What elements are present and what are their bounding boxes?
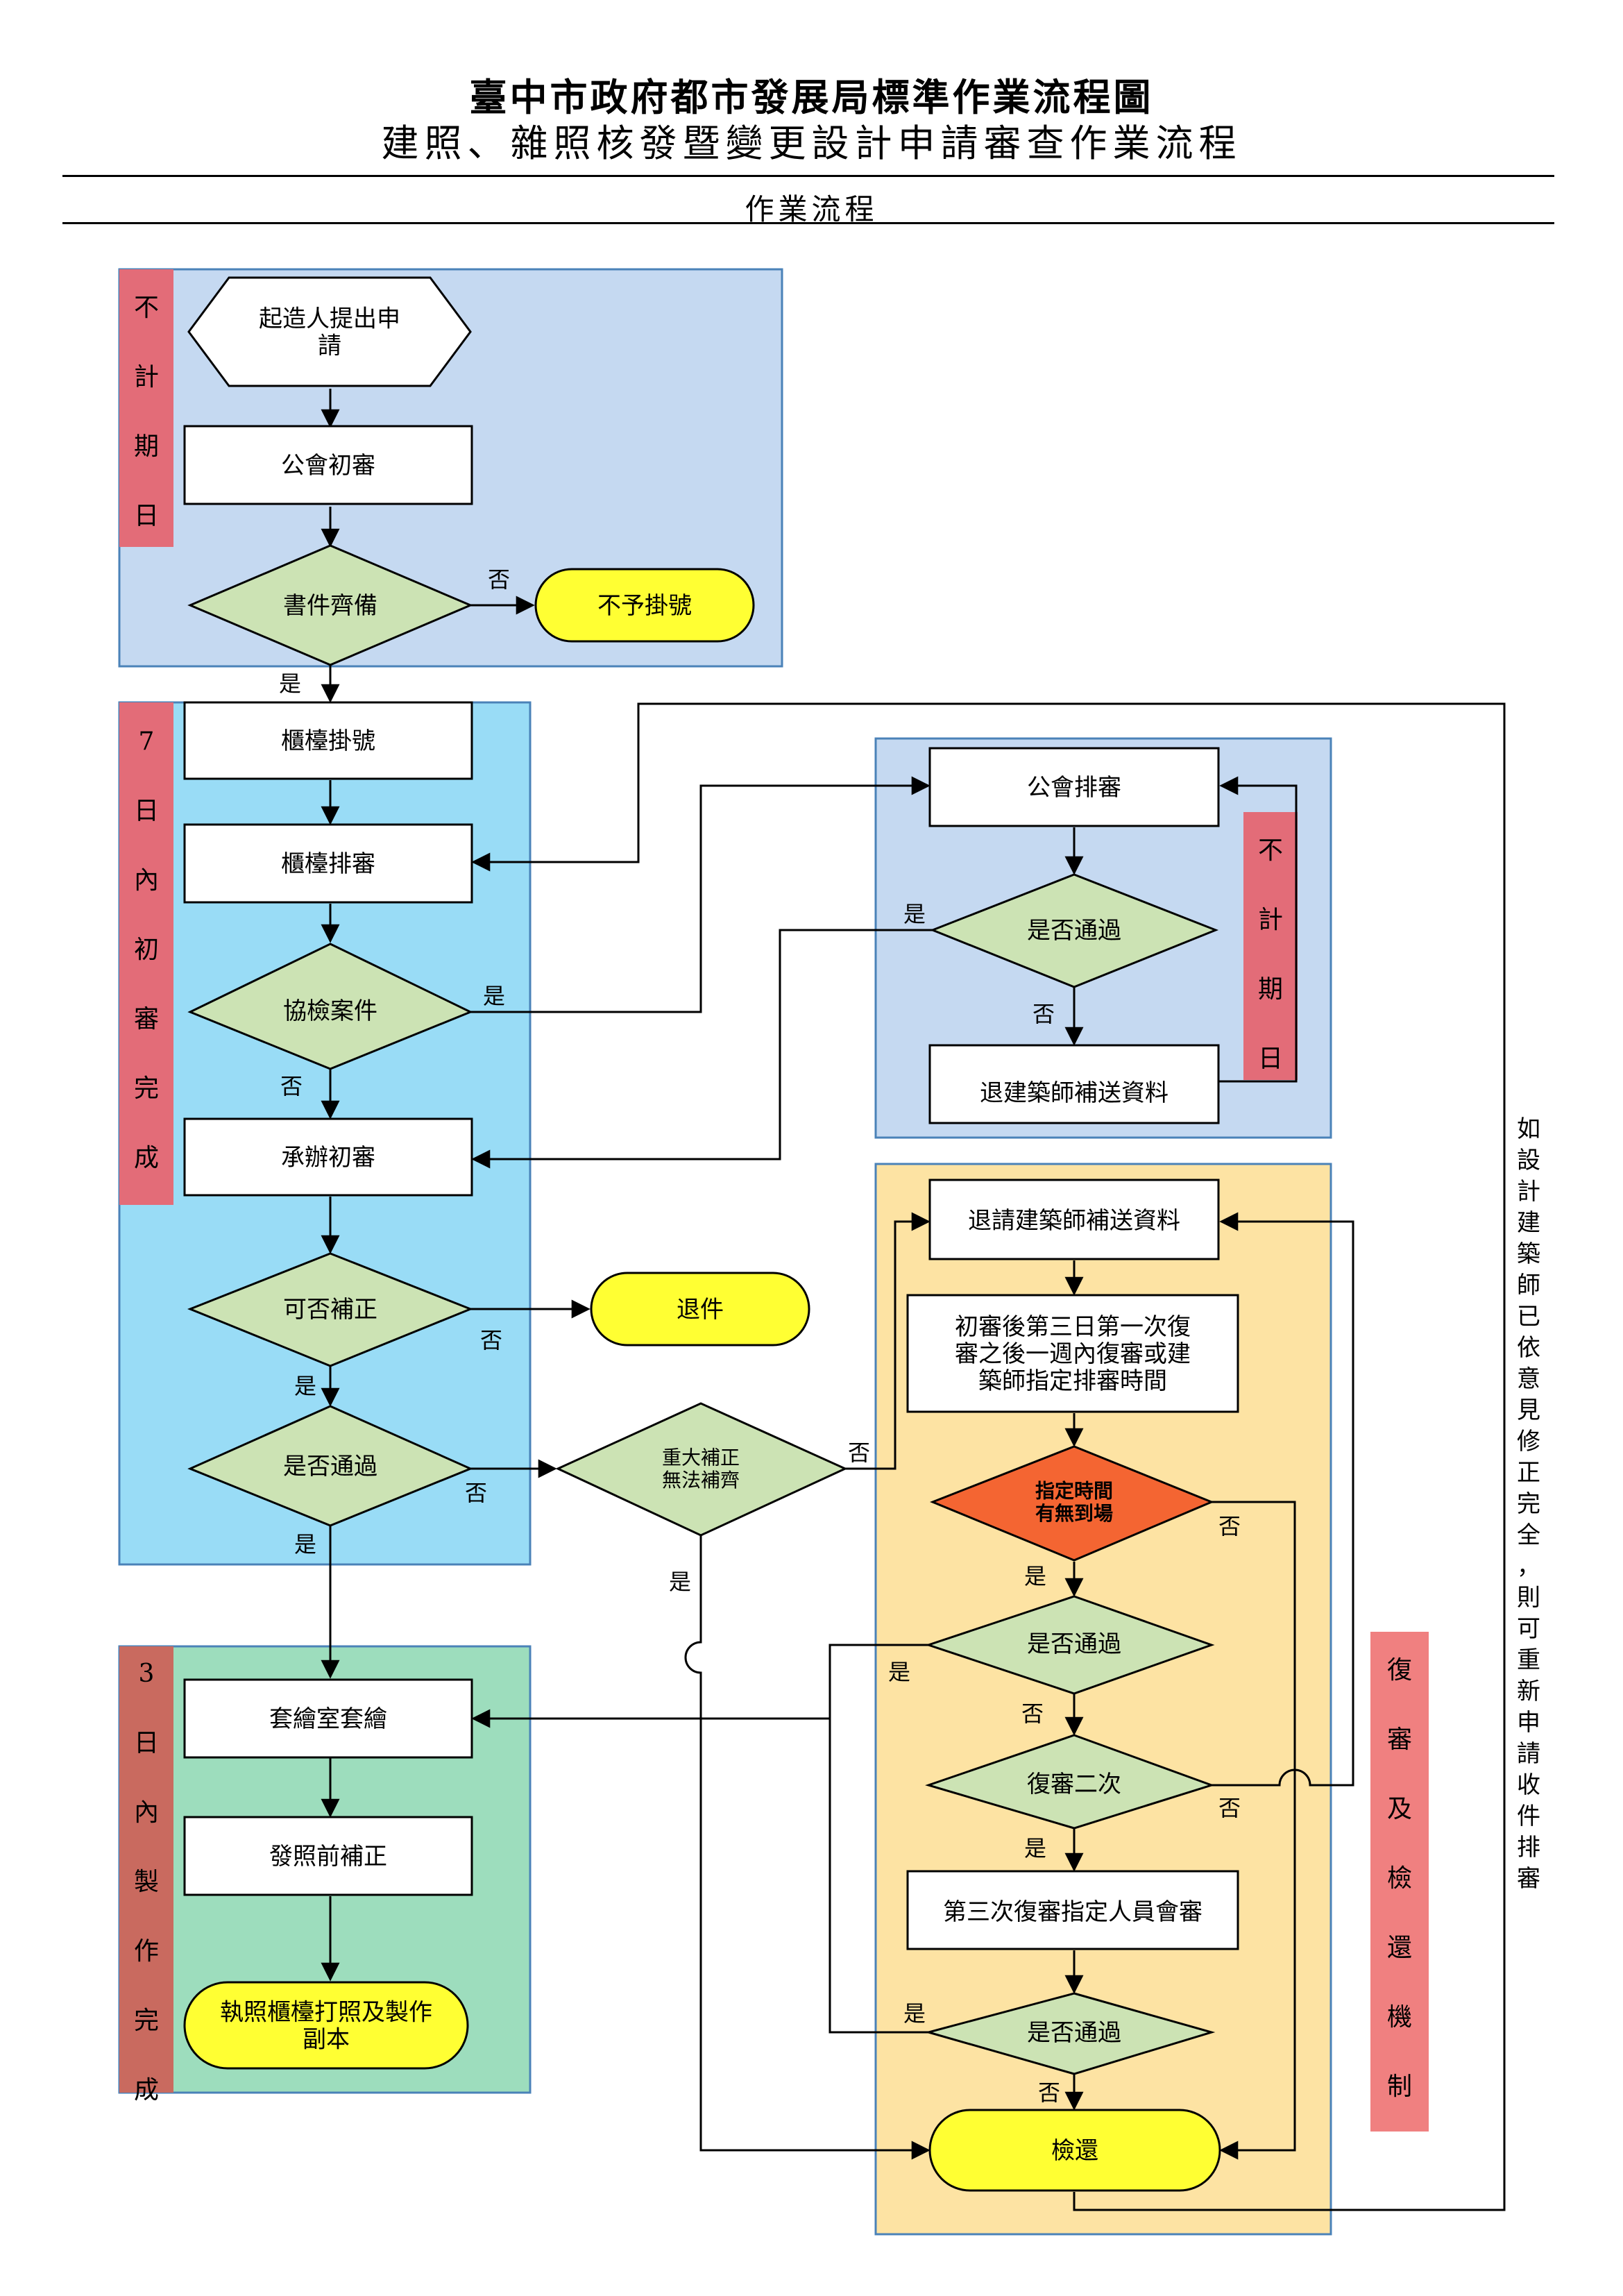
- lane-5-label: 復審及檢還機制: [1387, 1656, 1412, 2101]
- return-architect-request-text: 退請建築師補送資料: [968, 1207, 1180, 1235]
- edge-label-yes: 是: [279, 670, 301, 697]
- second-rereview-text: 復審二次: [1027, 1771, 1121, 1798]
- lane-1-label: 不計期日: [134, 294, 159, 530]
- edge-label-no: 否: [848, 1440, 870, 1466]
- issue-copy-terminal: [183, 1981, 469, 2070]
- joint-inspection-text: 協檢案件: [283, 997, 377, 1025]
- attendance-check-text: 指定時間有無到場: [1035, 1480, 1113, 1525]
- rereview-schedule-box: [906, 1294, 1239, 1413]
- guild-schedule-text: 公會排審: [1027, 774, 1121, 802]
- not-registered-text: 不予掛號: [597, 592, 692, 620]
- lane-5-label-box: [1370, 1632, 1429, 2132]
- return-architect-guild-box: [928, 1044, 1220, 1124]
- return-case-text: 退件: [677, 1296, 724, 1324]
- third-rereview-text: 第三次復審指定人員會審: [943, 1898, 1203, 1926]
- header-bottom-rule: [62, 222, 1554, 224]
- counter-schedule-box: [183, 823, 473, 904]
- return-check-terminal: [928, 2109, 1221, 2192]
- passed-2-diamond: [925, 1595, 1215, 1695]
- passed-3-text: 是否通過: [1027, 2019, 1121, 2047]
- attendance-check-diamond: [929, 1445, 1214, 1562]
- header-top-rule: [62, 175, 1554, 177]
- return-check-text: 檢還: [1051, 2137, 1098, 2165]
- return-architect-guild-text: 退建築師補送資料: [980, 1079, 1169, 1107]
- officer-initial-review-box: [183, 1117, 473, 1197]
- edge-label-yes: 是: [903, 2000, 926, 2027]
- counter-register-text: 櫃檯掛號: [281, 727, 375, 755]
- svg-text:不計期日: 不計期日: [134, 294, 159, 530]
- edge-label-yes: 是: [294, 1531, 316, 1558]
- documents-complete-diamond: [187, 544, 473, 666]
- documents-complete-text: 書件齊備: [283, 592, 377, 620]
- edge-label-no: 否: [1218, 1795, 1241, 1821]
- edge-label-yes: 是: [1024, 1835, 1046, 1862]
- counter-schedule-text: 櫃檯排審: [281, 850, 375, 878]
- return-case-terminal: [590, 1272, 810, 1347]
- second-rereview-diamond: [925, 1734, 1215, 1830]
- lane-4-label-box: [1243, 812, 1298, 1080]
- return-architect-request-box: [928, 1179, 1220, 1260]
- edge-label-yes: 是: [669, 1569, 691, 1595]
- page-subtitle: 建照、雜照核發暨變更設計申請審查作業流程: [381, 121, 1242, 165]
- can-supplement-diamond: [187, 1252, 474, 1367]
- joint-inspection-diamond: [187, 943, 473, 1070]
- guild-schedule-box: [928, 747, 1220, 827]
- svg-text:如設計建築師已依意見修正完全，則可重新申請收件排審: 如設計建築師已依意見修正完全，則可重新申請收件排審: [1517, 1115, 1540, 1893]
- lane-3-label-box: [119, 1646, 173, 2093]
- not-registered-terminal: [534, 568, 755, 643]
- major-supplement-diamond: [555, 1402, 848, 1537]
- edge-label-no: 否: [1021, 1700, 1044, 1727]
- lane-4-label: 不計期日: [1258, 836, 1283, 1073]
- issue-copy-text: 執照櫃檯打照及製作副本: [220, 1998, 432, 2053]
- passed-guild-diamond: [929, 873, 1219, 988]
- lane-2-label-box: [119, 702, 173, 1205]
- side-note: 如設計建築師已依意見修正完全，則可重新申請收件排審: [1517, 1115, 1540, 1893]
- counter-register-box: [183, 701, 473, 780]
- can-supplement-text: 可否補正: [283, 1296, 377, 1324]
- section-heading: 作業流程: [745, 192, 878, 226]
- edge-label-yes: 是: [294, 1373, 316, 1399]
- edge-label-no: 否: [488, 566, 510, 593]
- passed-guild-text: 是否通過: [1027, 917, 1121, 945]
- edge-label-no: 否: [1218, 1513, 1241, 1539]
- pre-issue-supplement-box: [183, 1816, 473, 1896]
- edge-label-yes: 是: [1024, 1563, 1046, 1589]
- lane-1-label-box: [119, 269, 173, 547]
- edge-label-yes: 是: [888, 1659, 910, 1685]
- applicant-submit-hexagon: [187, 276, 472, 387]
- edge-label-no: 否: [1033, 1001, 1055, 1027]
- applicant-submit-text: 起造人提出申請: [259, 305, 400, 360]
- passed-1-text: 是否通過: [283, 1453, 377, 1480]
- officer-initial-review-text: 承辦初審: [281, 1144, 375, 1172]
- svg-text:復審及檢還機制: 復審及檢還機制: [1387, 1656, 1412, 2101]
- overlay-room-text: 套繪室套繪: [269, 1705, 387, 1733]
- rereview-schedule-text: 初審後第三日第一次復審之後一週內復審或建築師指定排審時間: [955, 1313, 1191, 1395]
- passed-1-diamond: [187, 1405, 473, 1527]
- passed-2-text: 是否通過: [1027, 1630, 1121, 1658]
- passed-3-diamond: [924, 1992, 1216, 2075]
- guild-initial-review-box: [183, 425, 473, 505]
- third-rereview-box: [906, 1870, 1239, 1950]
- page-title: 臺中市政府都市發展局標準作業流程圖: [469, 75, 1154, 119]
- edge-label-no: 否: [1038, 2079, 1060, 2106]
- edge-label-no: 否: [480, 1327, 502, 1353]
- pre-issue-supplement-text: 發照前補正: [269, 1843, 387, 1871]
- major-supplement-text: 重大補正無法補齊: [662, 1446, 740, 1492]
- edge-label-yes: 是: [483, 983, 505, 1009]
- edge-labels: 否 是 是 否 否 是 否 是 否 是 是 否 否 是 是 否 否 是 是 否: [279, 566, 1241, 2106]
- edge-label-no: 否: [280, 1073, 303, 1099]
- svg-text:不計期日: 不計期日: [1258, 836, 1283, 1073]
- edge-label-no: 否: [465, 1480, 487, 1506]
- guild-initial-review-text: 公會初審: [281, 452, 375, 480]
- connectors: [321, 389, 1506, 2211]
- overlay-room-box: [183, 1678, 473, 1759]
- edge-label-yes: 是: [903, 901, 926, 927]
